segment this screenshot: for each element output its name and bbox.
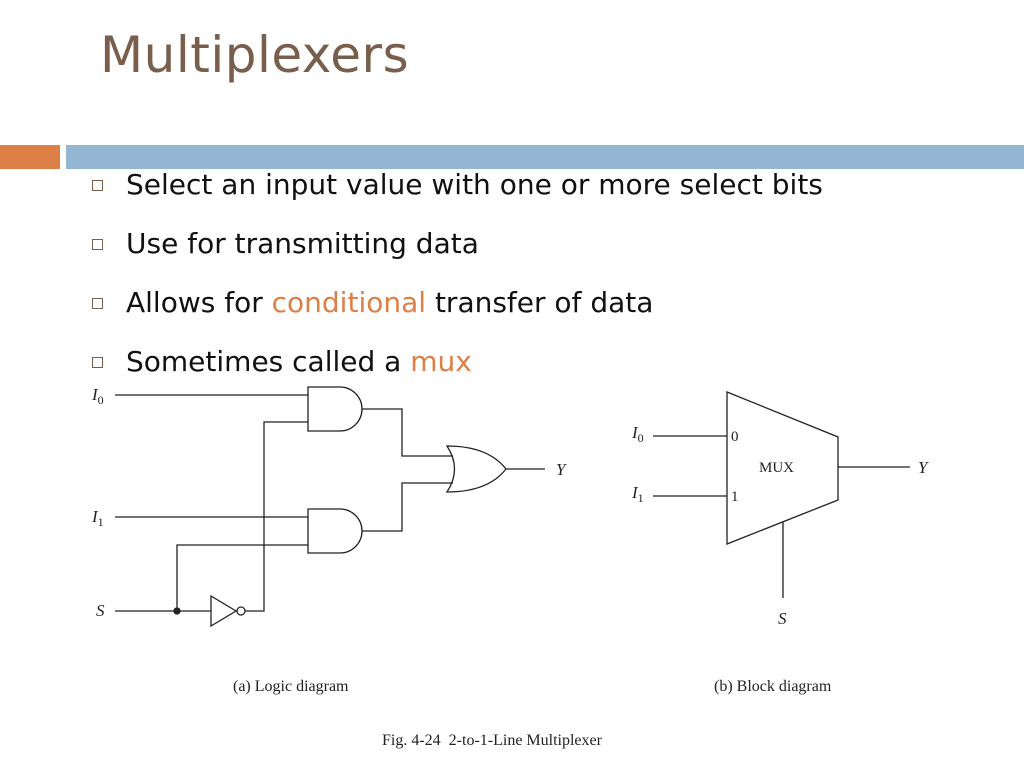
slide-title: Multiplexers xyxy=(100,26,410,84)
bullet-highlight: conditional xyxy=(271,286,427,319)
select-s-label: S xyxy=(96,601,105,620)
bullet-text: Sometimes called a xyxy=(126,345,411,378)
junction-dot xyxy=(173,607,181,615)
title-divider-bar xyxy=(66,145,1024,169)
bullet-text: Use for transmitting data xyxy=(126,227,479,260)
or-gate xyxy=(445,445,507,493)
bullet-item: Sometimes called a mux xyxy=(90,342,823,401)
bullet-text: Select an input value with one or more s… xyxy=(126,168,823,201)
input-i0-label: I0 xyxy=(91,385,104,407)
square-bullet-icon xyxy=(92,180,103,191)
logic-diagram xyxy=(115,386,545,628)
figure-caption: Fig. 4-24 2-to-1-Line Multiplexer xyxy=(382,732,603,749)
bullet-text: transfer of data xyxy=(426,286,654,319)
mux-block xyxy=(726,391,839,545)
wire xyxy=(176,544,308,611)
bullet-highlight: mux xyxy=(410,345,472,378)
output-y-label: Y xyxy=(556,460,567,479)
bullet-text: Allows for xyxy=(126,286,272,319)
bullet-item: Select an input value with one or more s… xyxy=(90,165,823,224)
block-pin-0-label: 0 xyxy=(731,429,739,445)
mux-label: MUX xyxy=(759,460,794,476)
wire xyxy=(362,482,453,532)
input-i1-label: I1 xyxy=(91,507,104,529)
block-pin-1-label: 1 xyxy=(731,489,739,505)
square-bullet-icon xyxy=(92,239,103,250)
block-output-y-label: Y xyxy=(918,458,929,477)
block-input-i1-label: I1 xyxy=(631,483,644,505)
bullet-item: Allows for conditional transfer of data xyxy=(90,283,823,342)
wire xyxy=(362,408,453,457)
bullet-item: Use for transmitting data xyxy=(90,224,823,283)
block-diagram-caption: (b) Block diagram xyxy=(714,678,832,695)
bullet-list: Select an input value with one or more s… xyxy=(90,165,823,401)
title-accent-bar xyxy=(0,145,60,169)
and-gate-top xyxy=(307,386,363,432)
and-gate-bottom xyxy=(307,508,363,554)
square-bullet-icon xyxy=(92,357,103,368)
block-select-s-label: S xyxy=(778,609,787,628)
block-diagram xyxy=(653,391,910,598)
inverter-bubble xyxy=(236,606,246,616)
square-bullet-icon xyxy=(92,298,103,309)
block-input-i0-label: I0 xyxy=(631,423,644,445)
logic-diagram-caption: (a) Logic diagram xyxy=(233,678,349,695)
not-gate xyxy=(210,594,238,628)
